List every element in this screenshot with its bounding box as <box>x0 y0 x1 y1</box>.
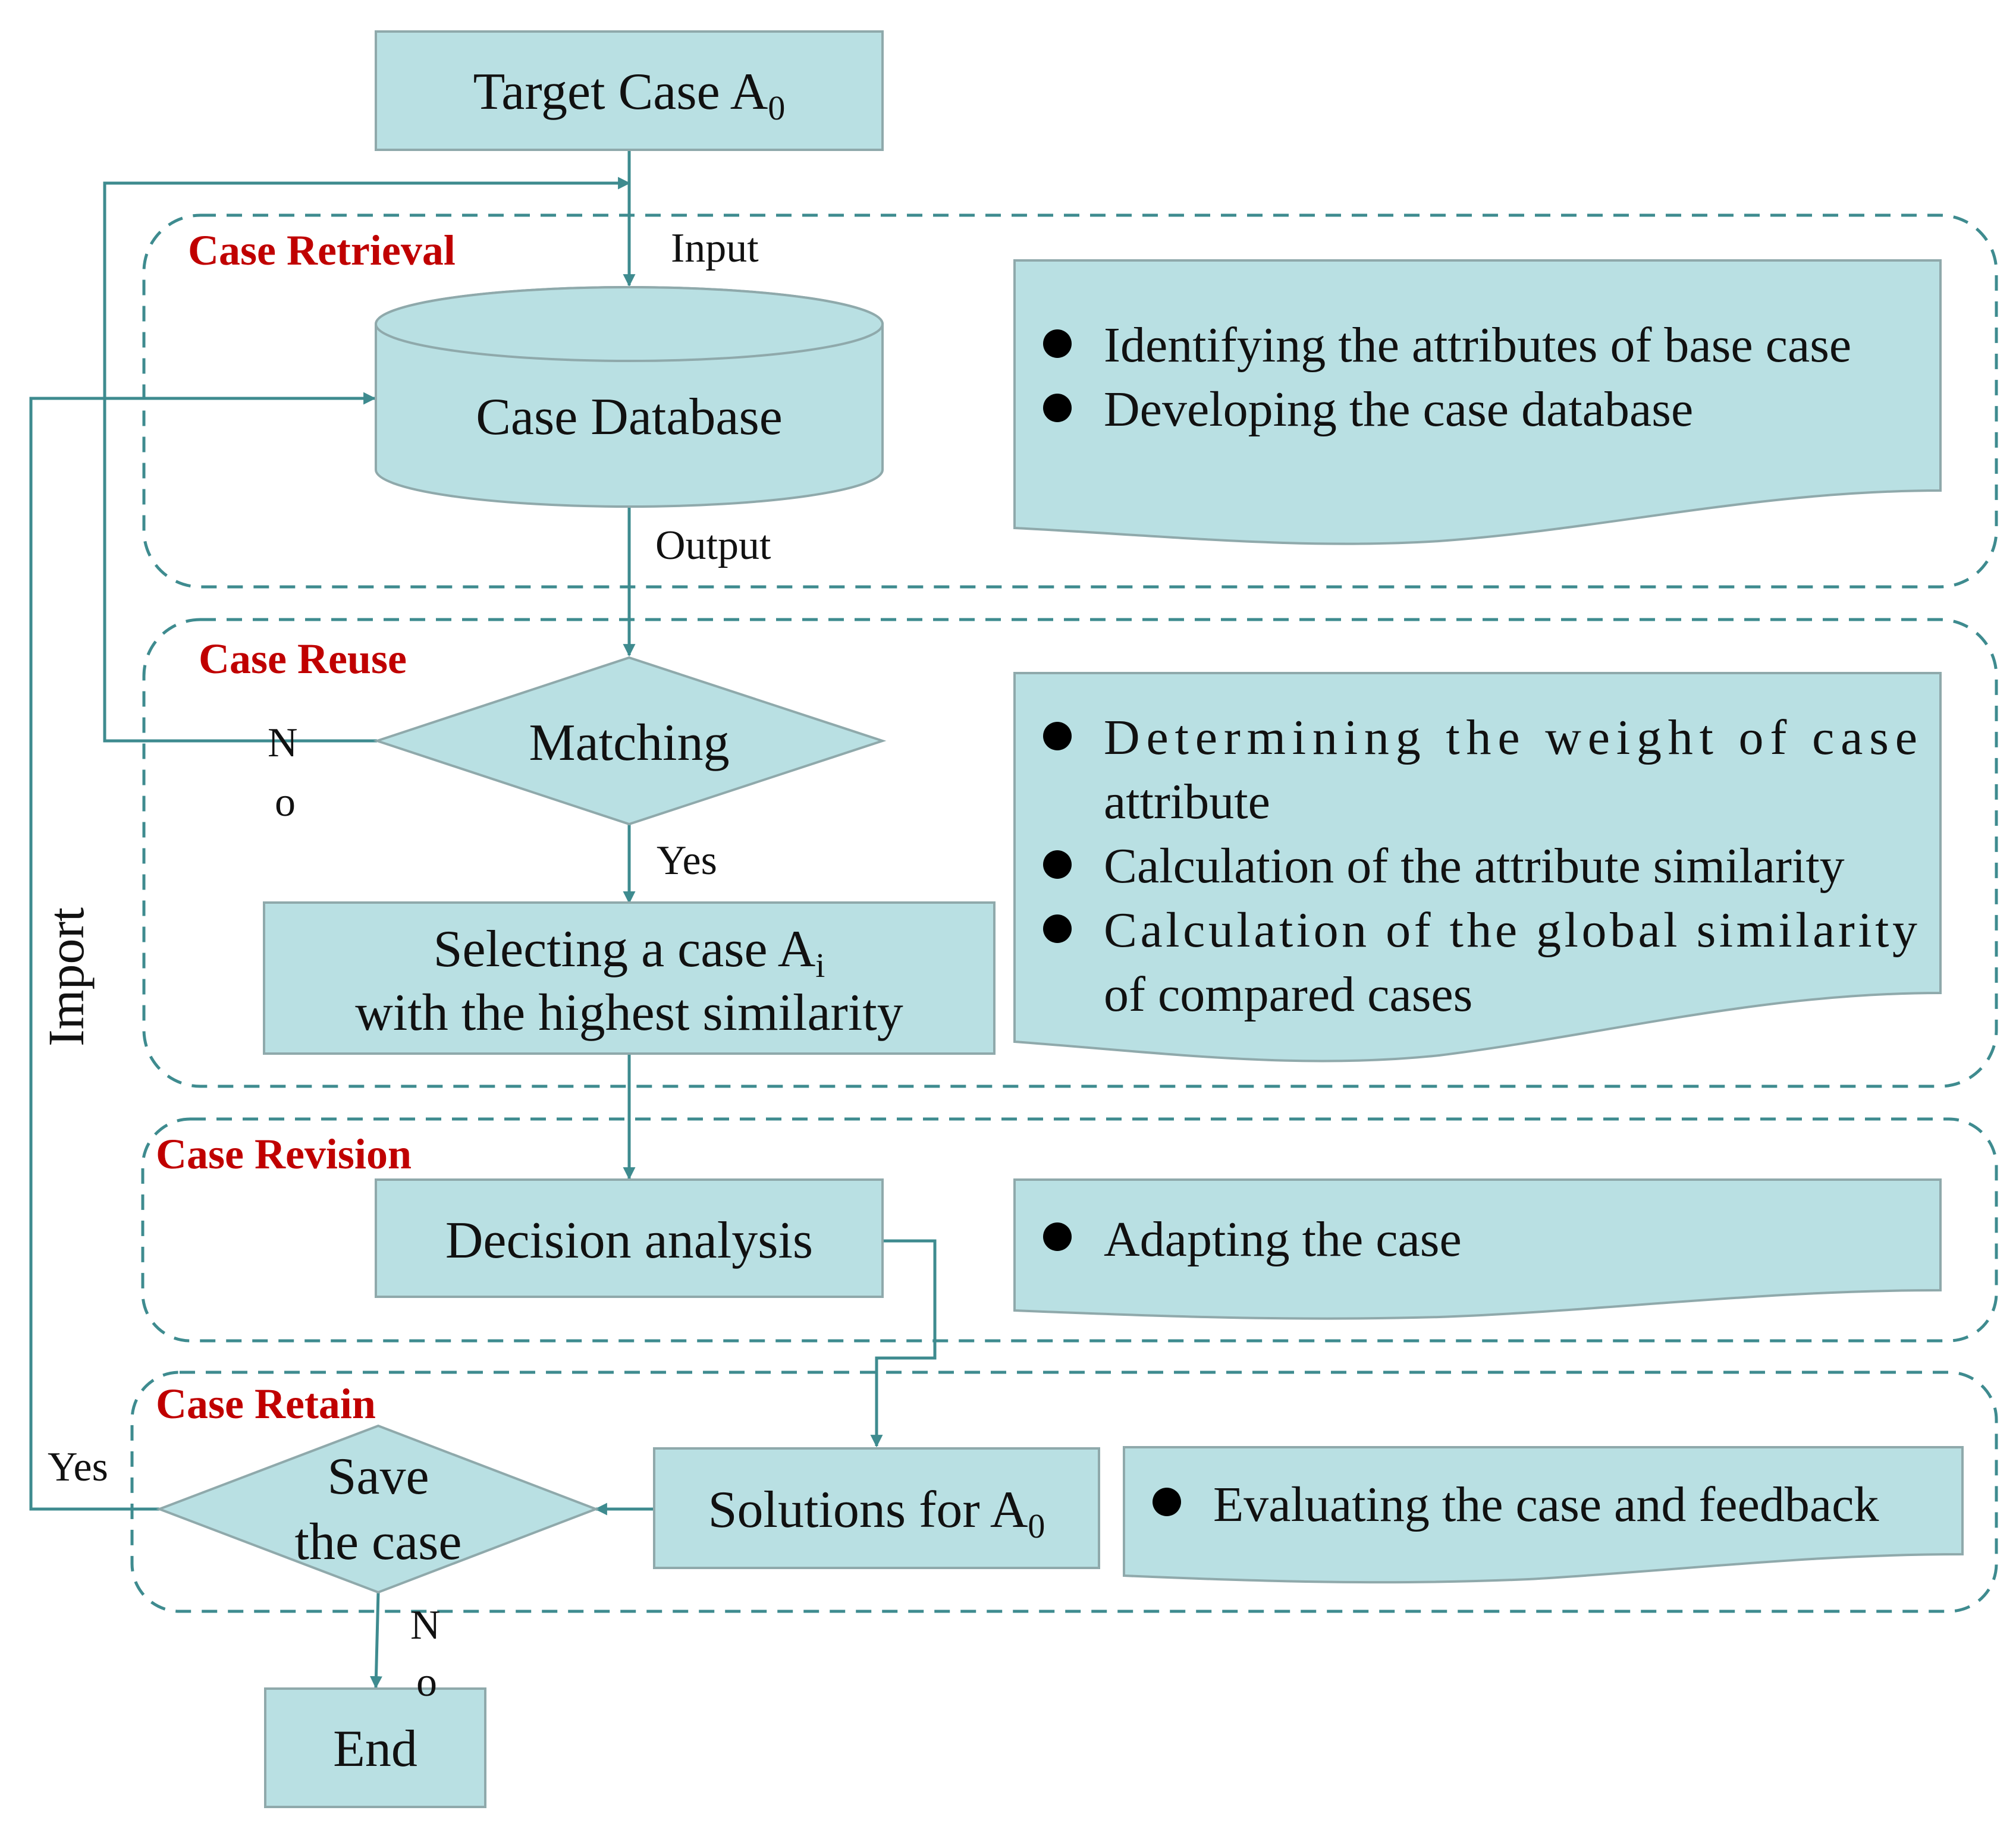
no-save-label-1: N <box>410 1602 441 1648</box>
bullet-icon <box>1043 394 1072 422</box>
target-case-node: Target Case A0 <box>375 30 884 151</box>
revision-note-1: Adapting the case <box>1104 1212 1462 1267</box>
note-reuse: Determining the weight of case attribute… <box>1013 672 1942 1063</box>
decision-analysis-node: Decision analysis <box>375 1178 884 1298</box>
edge-decision-to-solutions <box>870 1239 937 1448</box>
end-label: End <box>333 1720 417 1778</box>
selecting-subscript: i <box>815 946 825 985</box>
section-title-revision: Case Revision <box>156 1130 412 1178</box>
bullet-icon <box>1043 850 1072 879</box>
svg-text:Target Case A0: Target Case A0 <box>473 63 786 127</box>
region-case-retrieval <box>142 213 1998 589</box>
section-title-retrieval: Case Retrieval <box>188 227 456 274</box>
edge-save-import-loop <box>29 392 376 1511</box>
input-label: Input <box>671 225 759 271</box>
note-retrieval: Identifying the attributes of base case … <box>1013 259 1942 545</box>
selecting-label-line2: with the highest similarity <box>355 984 903 1042</box>
matching-label: Matching <box>529 714 729 772</box>
retrieval-note-1: Identifying the attributes of base case <box>1104 318 1851 373</box>
reuse-note-4: Calculation of the global similarity <box>1104 903 1917 958</box>
bullet-icon <box>1043 914 1072 943</box>
target-case-subscript: 0 <box>768 89 785 127</box>
note-revision: Adapting the case <box>1013 1178 1942 1320</box>
bullet-icon <box>1153 1488 1181 1516</box>
save-label-line1: Save <box>327 1448 429 1505</box>
save-case-decision-node: Save the case <box>156 1424 599 1594</box>
edge-no-loop-back <box>103 177 631 743</box>
reuse-note-2: attribute <box>1104 774 1270 829</box>
retain-note-1: Evaluating the case and feedback <box>1213 1477 1879 1532</box>
svg-text:Solutions for A0: Solutions for A0 <box>708 1481 1045 1545</box>
yes-save-label: Yes <box>48 1444 108 1490</box>
section-title-reuse: Case Reuse <box>199 635 407 683</box>
target-case-label: Target Case A <box>473 63 768 121</box>
retrieval-note-2: Developing the case database <box>1104 382 1693 437</box>
output-label: Output <box>655 523 771 568</box>
save-label-line2: the case <box>295 1513 462 1571</box>
reuse-note-5: of compared cases <box>1104 967 1472 1022</box>
no-save-label-2: o <box>416 1659 437 1705</box>
no-matching-label-2: o <box>275 780 296 825</box>
region-case-reuse <box>142 618 1998 1088</box>
edge-save-to-end <box>369 1592 382 1689</box>
yes-matching-label: Yes <box>657 838 717 884</box>
import-label: Import <box>37 907 95 1046</box>
svg-text:Selecting a case Ai: Selecting a case Ai <box>434 920 825 985</box>
end-node: End <box>264 1687 486 1808</box>
note-retain: Evaluating the case and feedback <box>1123 1446 1964 1584</box>
bullet-icon <box>1043 1222 1072 1251</box>
case-database-node: Case Database <box>375 286 884 508</box>
bullet-icon <box>1043 329 1072 358</box>
section-title-retain: Case Retain <box>156 1380 376 1428</box>
case-database-label: Case Database <box>476 388 783 446</box>
reuse-note-3: Calculation of the attribute similarity <box>1104 838 1845 894</box>
region-case-revision <box>141 1117 1998 1343</box>
no-matching-label-1: N <box>268 720 298 766</box>
decision-analysis-label: Decision analysis <box>445 1212 813 1269</box>
solutions-label: Solutions for A <box>708 1481 1028 1539</box>
matching-decision-node: Matching <box>373 656 887 826</box>
selecting-label-line1: Selecting a case A <box>434 920 816 978</box>
solutions-subscript: 0 <box>1028 1507 1045 1545</box>
bullet-icon <box>1043 722 1072 750</box>
reuse-note-1: Determining the weight of case <box>1104 710 1917 765</box>
region-case-retain <box>130 1371 1998 1613</box>
selecting-case-node: Selecting a case Ai with the highest sim… <box>263 901 996 1055</box>
solutions-node: Solutions for A0 <box>653 1447 1100 1569</box>
